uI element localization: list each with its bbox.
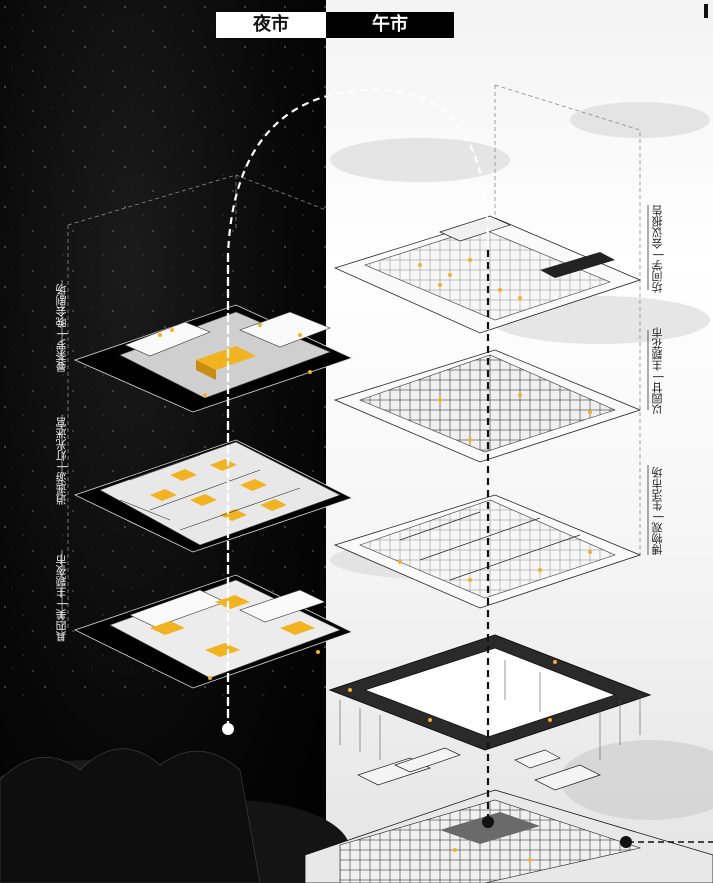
- night-level-market: [73, 574, 354, 689]
- night-axis-end-node: [222, 723, 234, 735]
- day-axis-end-node: [482, 816, 494, 828]
- exploded-modules: [357, 747, 601, 791]
- night-label-maze: 逍遥游 | 灯光迷宫: [55, 417, 68, 505]
- base-structure-frame: [328, 634, 652, 760]
- day-label-conference: 坊间学 | 会议报告: [651, 205, 664, 293]
- night-foliage: [0, 748, 350, 883]
- day-label-living-market: 博物观 | 生活市场: [651, 467, 664, 555]
- night-level-maze: [73, 439, 354, 553]
- ground-axis-node: [620, 836, 632, 848]
- night-label-theatre: 曼荼罗 | 晚会剧场: [55, 284, 68, 372]
- tab-night-market: 夜市: [216, 12, 326, 38]
- ground-base: [304, 789, 713, 883]
- corner-mark: [704, 4, 708, 18]
- night-volume-outline: [67, 174, 327, 630]
- night-level-theatre: [73, 304, 354, 413]
- day-volume-outline: [494, 84, 641, 555]
- tab-day-market: 午市: [326, 12, 454, 38]
- connection-path: [226, 88, 490, 820]
- day-label-flower-market: 以园甘 | 主题花市: [651, 327, 664, 415]
- night-label-market: 具四美 | 主题夜市: [55, 554, 68, 642]
